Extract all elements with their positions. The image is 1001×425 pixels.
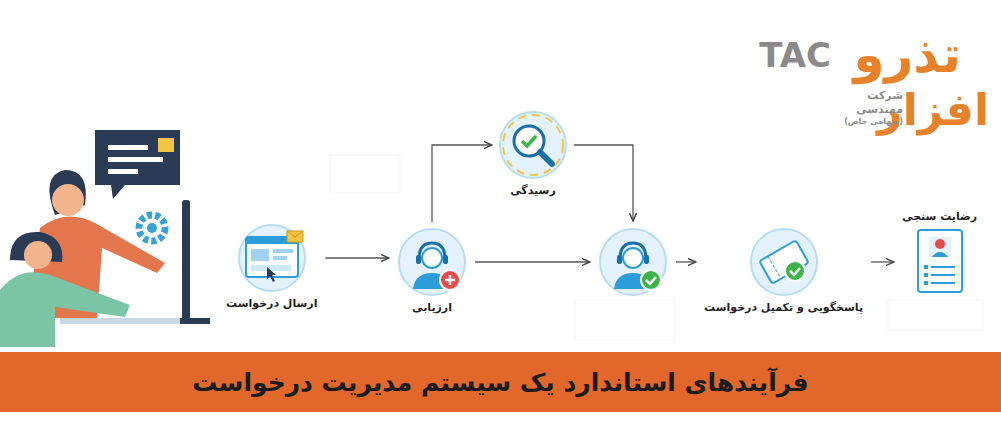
node-label: ارسال درخواست bbox=[226, 297, 317, 310]
logo-text: (سهامی خاص) bbox=[844, 118, 903, 126]
flow-arrow bbox=[326, 257, 390, 258]
process-node: رسیدگی bbox=[496, 108, 570, 203]
flow-arrow bbox=[871, 261, 894, 262]
logo-text: تذرو bbox=[853, 30, 961, 80]
node-icon bbox=[397, 227, 467, 297]
node-label: رضایت سنجی bbox=[902, 210, 977, 223]
node-icon bbox=[498, 110, 568, 180]
flow-arrow bbox=[432, 145, 492, 222]
node-label: رسیدگی bbox=[510, 184, 556, 197]
placeholder-box bbox=[575, 300, 675, 340]
process-node bbox=[596, 225, 670, 299]
process-node: ارزیابی bbox=[395, 225, 469, 320]
node-label: ارزیابی bbox=[412, 301, 452, 314]
title: فرآیندهای استاندارد یک سیستم مدیریت درخو… bbox=[192, 368, 808, 397]
people-illustration bbox=[0, 130, 210, 347]
node-label: پاسخگویی و تکمیل درخواست bbox=[704, 301, 863, 314]
process-node: پاسخگویی و تکمیل درخواست bbox=[702, 225, 865, 320]
process-node: ارسال درخواست bbox=[224, 221, 319, 316]
placeholder-box bbox=[330, 155, 400, 193]
logo-text: TAC bbox=[759, 38, 831, 72]
node-icon bbox=[237, 223, 307, 293]
flow-arrow bbox=[475, 261, 590, 262]
flow-arrow bbox=[676, 261, 696, 262]
placeholder-box bbox=[888, 300, 983, 330]
node-icon bbox=[598, 227, 668, 297]
node-icon bbox=[749, 227, 819, 297]
process-node: رضایت سنجی bbox=[900, 204, 979, 299]
title-band: فرآیندهای استاندارد یک سیستم مدیریت درخو… bbox=[0, 352, 1001, 412]
node-icon bbox=[905, 227, 975, 297]
flow-arrow bbox=[574, 145, 633, 221]
